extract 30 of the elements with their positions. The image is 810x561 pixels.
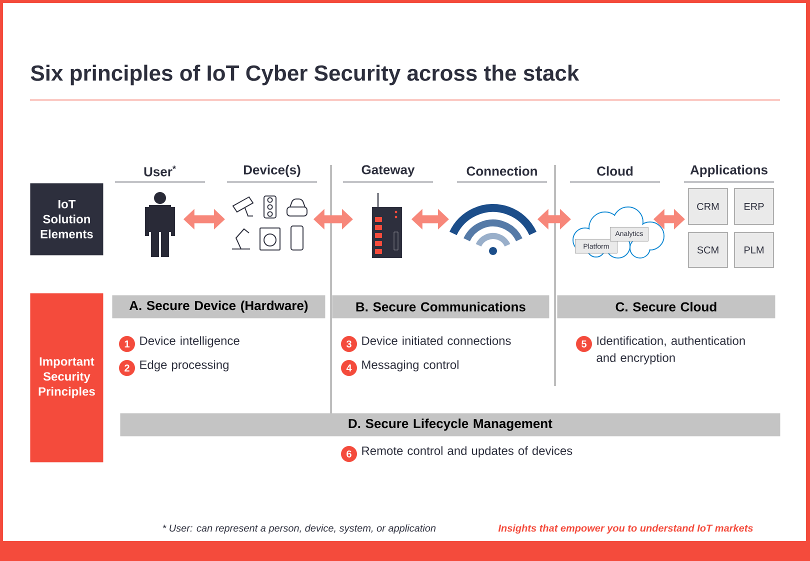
number-badge: 3 (341, 336, 357, 352)
row-label-box: Important Security Principles (30, 293, 104, 462)
column-heading: Device(s) (244, 164, 300, 178)
principle-text: Identification, authentication and encryption (596, 336, 745, 364)
principle-bar: C. Secure Cloud (557, 295, 776, 318)
number-badge: 1 (119, 336, 135, 352)
app-box: PLM (734, 232, 774, 268)
principle-text: Edge processing (140, 360, 228, 372)
number-badge: 5 (576, 336, 592, 352)
number-badge: 2 (119, 360, 135, 376)
app-box: ERP (734, 188, 774, 225)
app-box: CRM (688, 188, 728, 225)
number-badge: 4 (341, 360, 357, 376)
footnote: * User: can represent a person, device, system, or application (162, 524, 436, 534)
row-label-box: IoT Solution Elements (30, 183, 104, 256)
principle-text: Messaging control (362, 360, 458, 372)
principle-bar: B. Secure Communications (332, 295, 550, 318)
tagline: Insights that empower you to understand IoT markets (498, 524, 753, 534)
column-heading: Applications (690, 164, 768, 178)
principle-text: Device intelligence (140, 336, 240, 348)
number-badge: 6 (341, 446, 357, 462)
principle-bar: A. Secure Device (Hardware) (112, 295, 326, 318)
principle-bar: D. Secure Lifecycle Management (120, 413, 780, 436)
principle-text: Device initiated connections (362, 336, 511, 345)
column-heading: User$^{*}$ (144, 166, 176, 176)
title: Six principles of IoT Cyber Security across the stack (30, 64, 580, 86)
column-heading: Gateway (362, 165, 415, 177)
column-heading: Connection (466, 166, 537, 176)
column-heading: Cloud (597, 166, 633, 176)
app-box: SCM (688, 232, 728, 268)
